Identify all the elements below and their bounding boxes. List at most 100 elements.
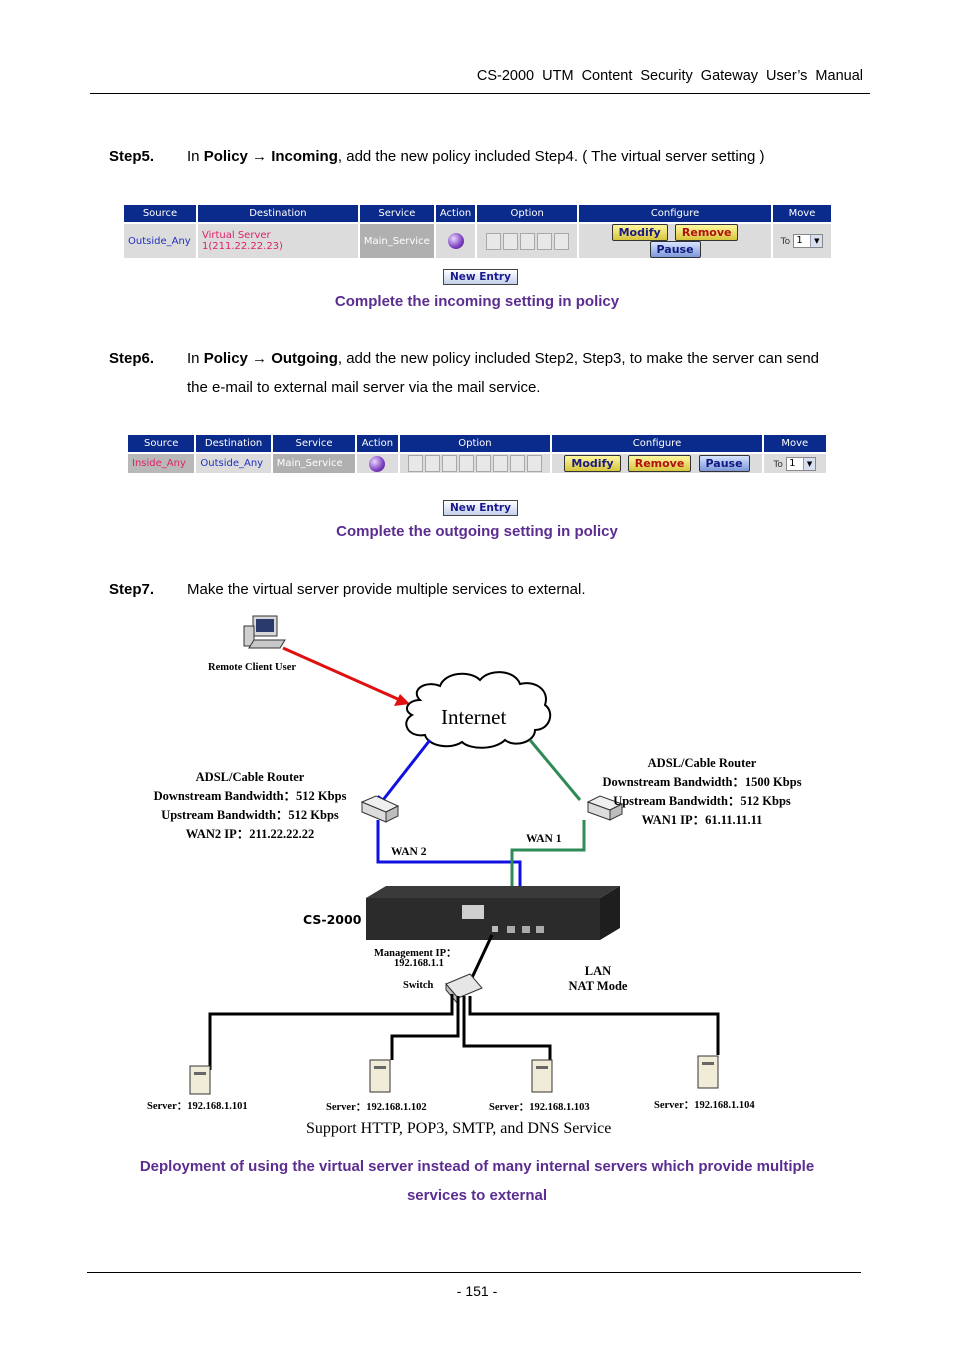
pause-button[interactable]: Pause [649,241,701,258]
manual-header-title: CS-2000 UTM Content Security Gateway Use… [476,68,863,84]
table-row: Inside_Any Outside_Any Main_Service Modi… [128,452,826,473]
col-action: Action [435,205,476,222]
chevron-down-icon: ▼ [803,457,816,470]
step5-text: In Policy → Incoming, add the new policy… [187,148,765,165]
option-slot [475,455,491,472]
router-icon-right [586,795,624,821]
col-configure: Configure [552,435,762,452]
policy-destination: Outside_Any [196,452,271,473]
step7-text: Make the virtual server provide multiple… [187,581,586,598]
remove-button[interactable]: Remove [627,455,692,472]
table-header-row: Source Destination Service Action Option… [128,435,826,452]
new-entry-button-outgoing[interactable]: New Entry [443,498,518,516]
option-slot [424,455,440,472]
lan-mode-label: LAN NAT Mode [568,964,628,993]
option-slot [526,455,542,472]
lan-link [468,934,494,983]
router-right-info: ADSL/Cable Router Downstream Bandwidth：1… [602,756,802,827]
move-select[interactable]: 1▼ [793,234,824,248]
option-slot [519,232,535,250]
incoming-policy-table: Source Destination Service Action Option… [122,205,833,258]
server-label: Server：192.168.1.102 [326,1102,427,1113]
option-slot [536,232,552,250]
step6-text-line2: the e-mail to external mail server via t… [187,379,541,396]
server-links [208,994,720,1070]
option-slot [492,455,508,472]
policy-destination: Virtual Server 1(211.22.22.23) [197,222,358,258]
chevron-down-icon: ▼ [810,235,823,247]
header-rule [90,93,870,94]
computer-icon [243,615,286,649]
policy-options [477,222,578,258]
option-slot [509,455,525,472]
col-option: Option [399,435,551,452]
wan1-label: WAN 1 [526,833,562,845]
server-icon [369,1059,391,1093]
device-label: CS-2000 [303,912,362,927]
policy-service: Main_Service [272,452,356,473]
col-source: Source [124,205,196,222]
outgoing-policy-table: Source Destination Service Action Option… [126,435,828,473]
remove-button[interactable]: Remove [674,224,739,241]
caption-diagram-line2: services to external [406,1187,548,1204]
option-slot [441,455,457,472]
col-destination: Destination [196,435,271,452]
col-destination: Destination [197,205,358,222]
col-service: Service [359,205,434,222]
modify-button[interactable]: Modify [611,224,668,241]
caption-incoming: Complete the incoming setting in policy [334,293,620,310]
internet-label: Internet [441,705,507,729]
policy-source: Outside_Any [124,222,196,258]
link-internet-router-left [376,739,432,809]
col-move: Move [763,435,826,452]
cloud-icon [405,671,552,749]
step6-label: Step6. [109,350,155,367]
management-ip: 192.168.1.1 [394,958,444,969]
server-icon [531,1059,553,1093]
permit-icon [369,455,386,472]
firewall-device-icon [366,886,620,940]
policy-move: To 1▼ [763,452,826,473]
router-icon-left [360,795,400,823]
policy-action [357,452,398,473]
option-slot [407,455,423,472]
step6-text: In Policy → Outgoing, add the new policy… [187,350,820,367]
col-service: Service [272,435,356,452]
link-internet-router-right [528,739,582,801]
server-label: Server：192.168.1.104 [654,1100,755,1111]
move-to-label: To [780,237,791,247]
col-action: Action [357,435,398,452]
remote-client-label: Remote Client User [208,662,297,673]
table-header-row: Source Destination Service Action Option… [124,205,831,222]
management-ip-label: Management IP： [374,948,457,959]
option-slot [485,232,501,250]
step5-label: Step5. [109,148,155,165]
policy-source: Inside_Any [128,452,195,473]
policy-options [399,452,551,473]
permit-icon [447,233,464,249]
service-support-label: Support HTTP, POP3, SMTP, and DNS Servic… [306,1120,612,1137]
option-slot [553,232,569,250]
policy-configure: Modify Remove Pause [579,222,771,258]
col-option: Option [477,205,578,222]
wan2-label: WAN 2 [391,846,427,858]
router-left-info: ADSL/Cable Router Downstream Bandwidth：5… [153,770,347,841]
page-number: - 151 - [456,1283,498,1299]
caption-outgoing: Complete the outgoing setting in policy [336,523,618,540]
policy-action [435,222,476,258]
policy-configure: Modify Remove Pause [552,452,762,473]
modify-button[interactable]: Modify [564,455,621,472]
server-label: Server：192.168.1.101 [147,1101,248,1112]
footer-rule [87,1272,861,1273]
new-entry-button-incoming[interactable]: New Entry [443,267,518,285]
move-select[interactable]: 1▼ [786,456,817,471]
caption-diagram-line1: Deployment of using the virtual server i… [139,1158,815,1175]
server-icon [189,1065,211,1095]
col-source: Source [128,435,195,452]
policy-service: Main_Service [359,222,434,258]
pause-button[interactable]: Pause [698,455,750,472]
option-slot [458,455,474,472]
server-icon [697,1055,719,1089]
col-configure: Configure [579,205,771,222]
